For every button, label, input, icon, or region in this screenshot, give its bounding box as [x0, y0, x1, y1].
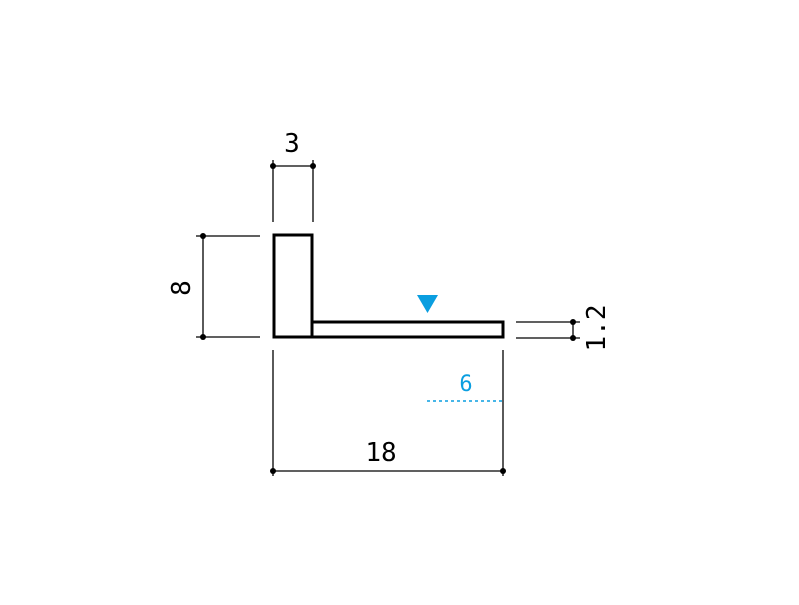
down-triangle-icon	[417, 295, 438, 313]
dim-dot	[310, 163, 316, 169]
dim-dot	[270, 468, 276, 474]
profile-outline	[272, 233, 505, 339]
dim-flange-width	[272, 160, 314, 222]
dim-flange-height	[196, 235, 260, 338]
dim-dot	[570, 335, 576, 341]
dim-dot	[270, 163, 276, 169]
dim-overall-length-label: 18	[365, 438, 396, 468]
dim-dot	[200, 334, 206, 340]
dim-flange-height-label: 8	[167, 280, 197, 296]
dim-dot	[570, 319, 576, 325]
dim-dot	[500, 468, 506, 474]
dim-flange-width-label: 3	[284, 129, 300, 159]
web-rect	[310, 320, 505, 339]
flange-rect	[272, 233, 314, 339]
dim-web-thickness-label: 1.2	[582, 305, 612, 352]
dim-overall-length	[272, 350, 504, 476]
dim-dot	[200, 233, 206, 239]
dim-web-thickness	[516, 321, 580, 339]
offset-label: 6	[459, 372, 472, 397]
